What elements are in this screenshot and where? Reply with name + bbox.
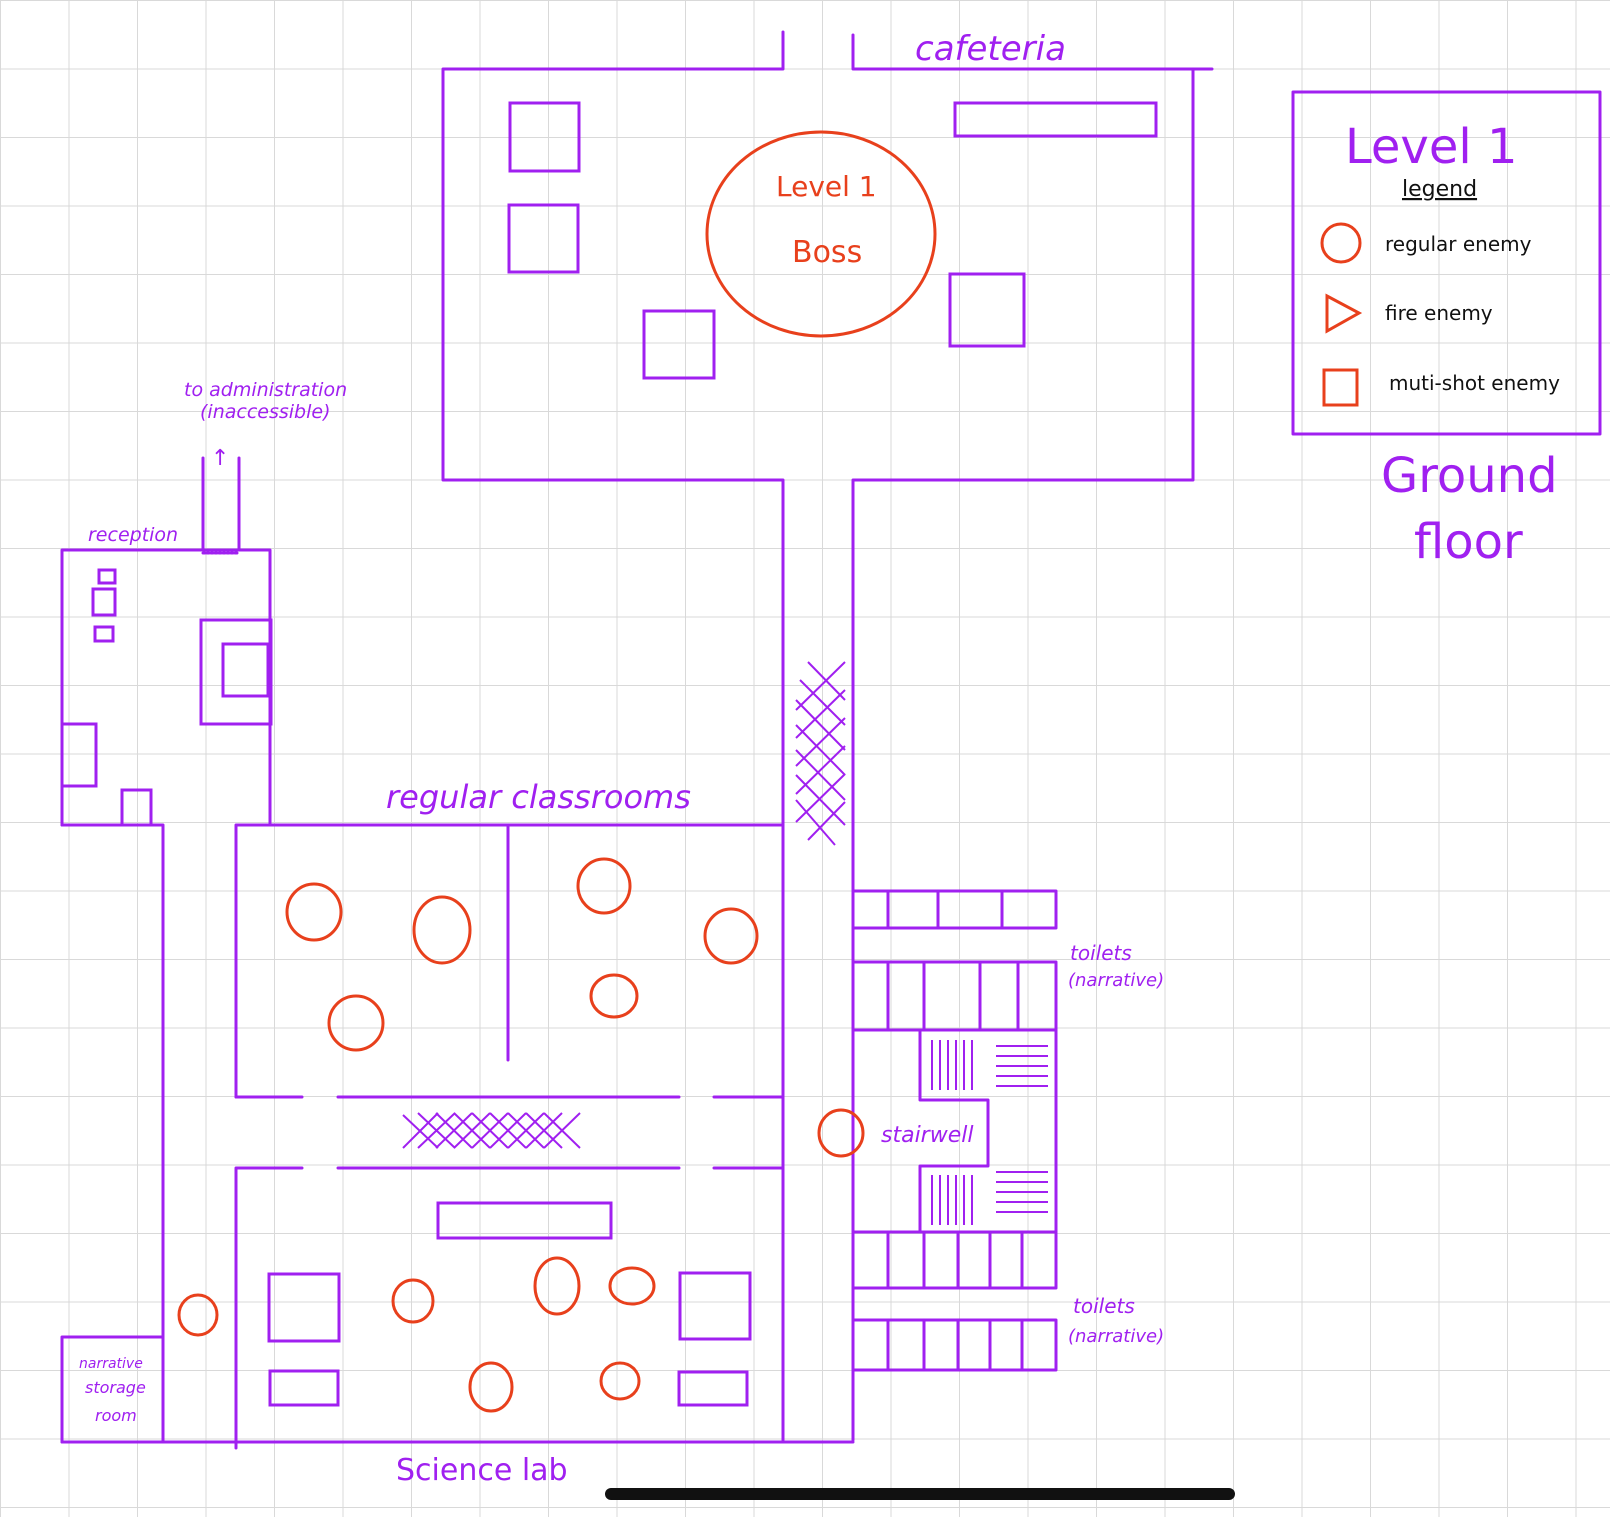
boss-enemy: [705, 130, 937, 338]
regular-enemy: [177, 1293, 219, 1337]
regular-enemy: [327, 994, 385, 1052]
regular-enemy: [468, 1361, 514, 1413]
lab-bench: [436, 1201, 613, 1240]
toilets-lower-label: toilets: [1073, 1294, 1135, 1318]
regular-enemy: [533, 1256, 581, 1316]
fire-enemy-icon: [1325, 293, 1363, 334]
legend-title: Level 1: [1345, 119, 1518, 175]
admin-label-line2: (inaccessible): [200, 401, 330, 423]
regular-enemy: [608, 1266, 656, 1306]
cafeteria-label: cafeteria: [915, 29, 1066, 69]
lab-bench: [268, 1369, 340, 1407]
cafeteria-room: [441, 30, 1214, 1442]
toilets-upper-note: (narrative): [1068, 970, 1164, 991]
hallway-obstacle: [402, 1112, 581, 1149]
regular-enemy: [703, 907, 759, 965]
boss-label-line1: Level 1: [776, 170, 877, 203]
reception-label: reception: [88, 524, 178, 546]
legend-label-multishot: muti-shot enemy: [1389, 371, 1560, 395]
admin-label-line1: to administration: [184, 379, 347, 401]
regular-enemy: [285, 882, 343, 942]
boss-label-line2: Boss: [792, 235, 862, 270]
storage-room: [60, 1335, 165, 1444]
reception-room: [60, 456, 273, 1339]
legend-label-fire: fire enemy: [1385, 301, 1493, 325]
floor-label-line2: floor: [1414, 514, 1523, 570]
home-indicator[interactable]: [605, 1488, 1235, 1500]
storage-label-line2: storage: [85, 1378, 146, 1397]
legend-label-regular: regular enemy: [1385, 232, 1532, 256]
legend-subtitle: legend: [1402, 177, 1477, 202]
regular-enemy: [599, 1361, 641, 1401]
cafeteria-counter: [953, 101, 1158, 138]
legend-box: [1291, 90, 1602, 436]
regular-enemy-icon: [1320, 222, 1362, 264]
multishot-enemy-icon: [1322, 368, 1359, 407]
lab-enemies: [177, 1108, 865, 1413]
storage-label-line1: narrative: [79, 1356, 143, 1372]
lab-bench: [677, 1370, 749, 1407]
classrooms-label: regular classrooms: [386, 778, 691, 816]
legend-item-fire: fire enemy: [1325, 293, 1493, 334]
lab-table: [267, 1272, 341, 1343]
legend-item-multishot: muti-shot enemy: [1322, 368, 1560, 407]
regular-classrooms: [234, 823, 785, 1099]
classroom-enemies: [285, 857, 759, 1052]
regular-enemy: [576, 857, 632, 915]
toilets-upper-label: toilets: [1070, 941, 1132, 965]
floor-label-line1: Ground: [1381, 448, 1558, 504]
stairwell-label: stairwell: [881, 1123, 973, 1148]
reception-desk: [199, 618, 273, 726]
legend-item-regular: regular enemy: [1320, 222, 1532, 264]
science-lab-label: Science lab: [396, 1453, 568, 1488]
regular-enemy: [412, 895, 472, 965]
regular-enemy: [391, 1278, 435, 1324]
up-arrow-icon: ↑: [211, 446, 229, 471]
stairwell: [918, 1028, 1058, 1234]
cafeteria-table: [508, 101, 581, 173]
storage-label-line3: room: [95, 1406, 137, 1425]
toilets-lower: [851, 1230, 1058, 1372]
regular-enemy: [589, 973, 639, 1019]
cafeteria-table: [948, 272, 1026, 348]
cafeteria-table: [642, 309, 716, 380]
toilets-lower-note: (narrative): [1068, 1326, 1164, 1347]
cafeteria-table: [507, 203, 580, 274]
corridor-obstacle: [795, 661, 846, 846]
lab-table: [678, 1271, 752, 1341]
science-lab-room: [60, 1166, 855, 1450]
toilets-upper: [851, 889, 1058, 1032]
regular-enemy: [817, 1108, 865, 1158]
